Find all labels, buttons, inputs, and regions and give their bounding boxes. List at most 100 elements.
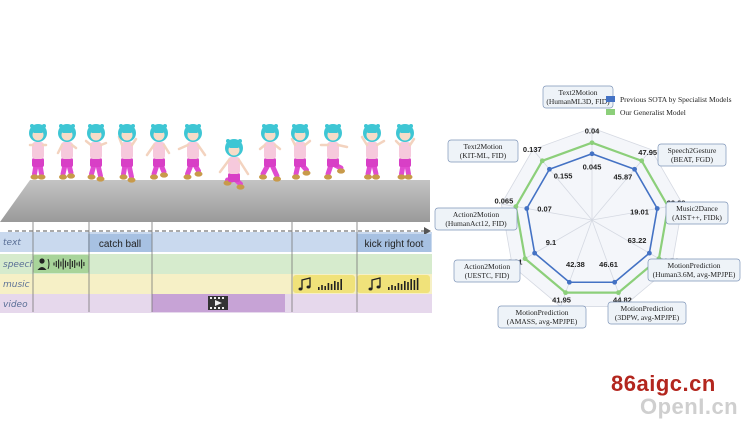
svg-text:Previous SOTA by Specialist Mo: Previous SOTA by Specialist Models	[620, 95, 732, 104]
music-bar	[334, 281, 336, 290]
dancer-figure	[394, 124, 416, 180]
svg-text:Text2Motion: Text2Motion	[558, 88, 597, 97]
music-note-icon	[298, 277, 311, 291]
svg-text:(UESTC, FID): (UESTC, FID)	[465, 271, 510, 280]
radar-series-sota	[525, 152, 659, 284]
svg-text:(Human3.6M, avg-MPJPE): (Human3.6M, avg-MPJPE)	[653, 270, 736, 279]
radar-point-sota	[547, 166, 552, 172]
dancer-figure	[84, 124, 108, 182]
music-bar	[321, 285, 323, 290]
text-block-catch-ball	[88, 234, 152, 252]
radar-value-ours: 44.82	[613, 296, 632, 305]
track-label-speech: speech	[3, 260, 35, 270]
radar-point-sota	[654, 206, 660, 211]
track-label-text: text	[3, 238, 21, 248]
radar-axis-label: MotionPrediction(AMASS, avg-MPJPE)	[497, 305, 587, 329]
radar-point-sota	[612, 279, 618, 285]
dancer-figure	[28, 124, 48, 180]
text-label-catch-ball: catch ball	[99, 239, 141, 250]
radar-value-sota: 0.07	[537, 205, 552, 214]
music-bar	[337, 282, 339, 290]
dancer-figure	[145, 124, 171, 180]
music-bar	[407, 282, 409, 290]
watermark-openi: OpenI.cn	[640, 394, 739, 419]
radar-point-ours	[589, 140, 595, 146]
radar-value-ours: 0.137	[523, 145, 542, 154]
watermark-86aigc: 86aigc.cn	[611, 371, 716, 396]
radar-value-sota: 45.87	[614, 172, 633, 181]
radar-point-sota	[566, 279, 572, 285]
svg-text:(3DPW, avg-MPJPE): (3DPW, avg-MPJPE)	[615, 313, 680, 322]
music-block-2	[357, 275, 430, 293]
radar-value-sota: 0.045	[583, 163, 602, 172]
radar-value-sota: 9.1	[546, 238, 556, 247]
timeline-arrow-head	[424, 227, 431, 235]
radar-point-sota	[646, 250, 652, 256]
radar-axis-label: Music2Dance(AIST++, FIDk)	[665, 201, 729, 225]
legend-entry: Our Generalist Model	[606, 108, 686, 117]
svg-text:(HumanML3D, FID): (HumanML3D, FID)	[546, 97, 610, 106]
radar-point-sota	[589, 151, 595, 157]
svg-text:Music2Dance: Music2Dance	[676, 204, 718, 213]
svg-text:MotionPrediction: MotionPrediction	[621, 304, 674, 313]
svg-text:Action2Motion: Action2Motion	[453, 210, 499, 219]
radar-chart: 0.040.04547.9545.8722.0819.0161.5463.224…	[434, 85, 741, 329]
music-bar	[324, 286, 326, 290]
music-bar	[394, 286, 396, 290]
floor-plane	[0, 180, 430, 222]
svg-text:(HumanAct12, FID): (HumanAct12, FID)	[445, 219, 507, 228]
radar-axis-label: Text2Motion(HumanML3D, FID)	[542, 85, 614, 109]
dancer-figure	[258, 124, 282, 182]
radar-axis-label: MotionPrediction(3DPW, avg-MPJPE)	[607, 301, 687, 325]
radar-point-ours	[563, 290, 568, 296]
track-speech	[0, 254, 432, 274]
track-label-music: music	[3, 280, 30, 290]
svg-text:(AIST++, FIDk): (AIST++, FIDk)	[672, 213, 722, 222]
radar-axis-label: Text2Motion(KIT-ML, FID)	[447, 139, 519, 163]
svg-text:(BEAT, FGD): (BEAT, FGD)	[671, 155, 713, 164]
svg-text:Speech2Gesture: Speech2Gesture	[668, 146, 717, 155]
radar-value-sota: 42.38	[566, 260, 585, 269]
music-bar	[391, 285, 393, 290]
svg-text:Action2Motion: Action2Motion	[464, 262, 510, 271]
speech-waveform	[53, 258, 85, 270]
svg-text:(KIT-ML, FID): (KIT-ML, FID)	[460, 151, 507, 160]
radar-value-ours: 0.04	[585, 127, 600, 136]
radar-value-sota: 46.61	[599, 260, 618, 269]
radar-point-ours	[639, 158, 645, 164]
dancer-figure	[56, 124, 78, 180]
music-bar	[340, 279, 342, 290]
svg-text:MotionPrediction: MotionPrediction	[516, 308, 569, 317]
radar-point-ours	[522, 256, 528, 262]
music-bar	[416, 278, 419, 290]
music-note-icon	[368, 277, 381, 291]
radar-point-sota	[524, 206, 530, 211]
music-bar	[330, 284, 333, 290]
legend-entry: Previous SOTA by Specialist Models	[606, 95, 732, 104]
radar-axis-label: MotionPrediction(Human3.6M, avg-MPJPE)	[647, 258, 741, 282]
radar-point-sota	[532, 250, 538, 256]
dancer-figure	[218, 139, 250, 190]
dancer-figure	[360, 124, 386, 180]
radar-point-ours	[539, 158, 545, 164]
radar-axis-label: Speech2Gesture(BEAT, FGD)	[657, 143, 727, 167]
radar-value-ours: 0.065	[495, 197, 514, 206]
music-bar	[410, 279, 412, 290]
video-play-icon	[208, 296, 228, 310]
radar-axis-label: Action2Motion(UESTC, FID)	[453, 259, 521, 283]
music-bar	[327, 283, 330, 290]
music-bar	[404, 281, 406, 290]
radar-point-sota	[632, 166, 637, 172]
music-bar	[397, 283, 400, 290]
radar-point-ours	[616, 290, 621, 296]
music-bar	[413, 280, 416, 290]
dancer-figure	[117, 124, 138, 183]
dancer-figure	[177, 124, 207, 180]
svg-text:Text2Motion: Text2Motion	[463, 142, 502, 151]
radar-value-ours: 47.95	[638, 148, 657, 157]
music-bar	[400, 284, 403, 290]
dancer-figure	[319, 124, 349, 180]
radar-axis-label: Action2Motion(HumanAct12, FID)	[434, 207, 518, 231]
svg-text:Our Generalist Model: Our Generalist Model	[620, 108, 686, 117]
